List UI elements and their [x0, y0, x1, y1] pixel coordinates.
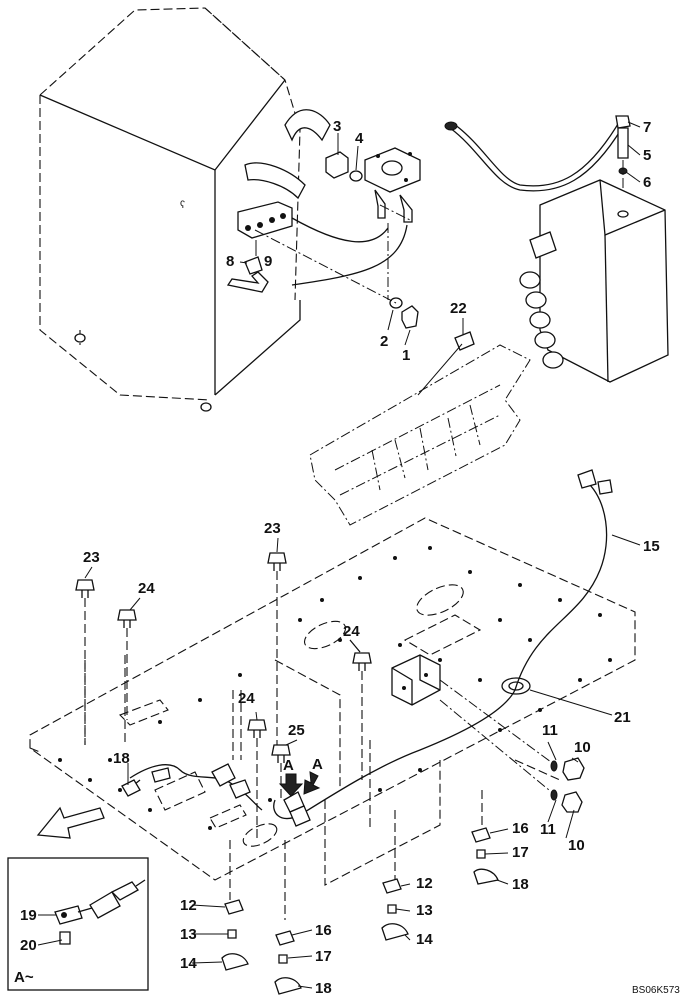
callout-19: 19	[20, 907, 37, 924]
wiring-harness-15	[273, 469, 613, 820]
callout-3: 3	[333, 118, 341, 135]
control-valve	[444, 115, 669, 383]
frame-member	[309, 331, 531, 526]
callout-4: 4	[355, 130, 364, 147]
view-marker-a-1: A	[283, 757, 294, 774]
callout-18-right: 18	[512, 876, 529, 893]
forward-direction-arrow	[36, 806, 105, 839]
callout-23-upper: 23	[264, 520, 281, 537]
view-a-arrows	[278, 771, 321, 797]
callout-11-lower: 11	[540, 821, 556, 838]
callout-10-upper: 10	[574, 739, 591, 756]
suction-flange-assembly	[254, 147, 421, 329]
callout-22: 22	[450, 300, 467, 317]
mounting-bolts	[75, 552, 483, 920]
mounting-holes	[58, 546, 612, 830]
callout-7: 7	[643, 119, 651, 136]
callout-14-left: 14	[180, 955, 197, 972]
clip-stack-lower	[221, 827, 499, 995]
callout-24-left: 24	[138, 580, 155, 597]
inset-title: A~	[14, 969, 34, 986]
callout-13-right: 13	[416, 902, 433, 919]
hydraulic-tank: ʕ	[39, 7, 408, 412]
solenoid-valve-block	[391, 654, 585, 813]
callout-9: 9	[264, 253, 272, 270]
callout-12-left: 12	[180, 897, 197, 914]
callout-17-right: 17	[512, 844, 529, 861]
callout-leaders	[127, 121, 641, 785]
callout-10-lower: 10	[568, 837, 585, 854]
callout-8: 8	[226, 253, 234, 270]
callout-6: 6	[643, 174, 651, 191]
callout-2: 2	[380, 333, 388, 350]
callout-labels: 3 4 7 5 6 8 9 2 1 22 15 23 23 24 24 24 2…	[14, 118, 680, 997]
callout-13-left: 13	[180, 926, 197, 943]
callout-16-right: 16	[512, 820, 529, 837]
lower-leaders	[84, 537, 579, 989]
callout-17-left: 17	[315, 948, 332, 965]
callout-15: 15	[643, 538, 660, 555]
callout-21: 21	[614, 709, 631, 726]
callout-16-left: 16	[315, 922, 332, 939]
callout-11-upper: 11	[542, 722, 558, 739]
callout-12-right: 12	[416, 875, 433, 892]
callout-1: 1	[402, 347, 410, 364]
callout-24-lower: 24	[238, 690, 255, 707]
drawing-code: BS06K573	[632, 985, 680, 996]
callout-5: 5	[643, 147, 651, 164]
inset-view-a	[7, 857, 149, 991]
callout-23-left: 23	[83, 549, 100, 566]
inset-leaders	[37, 914, 63, 946]
svg-text:ʕ: ʕ	[180, 200, 185, 211]
adapter-part-8	[244, 256, 263, 275]
callout-25: 25	[288, 722, 305, 739]
harness-and-clips	[121, 763, 311, 827]
callout-14-right: 14	[416, 931, 433, 948]
callout-18-left: 18	[113, 750, 130, 767]
callout-24-mid: 24	[343, 623, 360, 640]
callout-18-bottom: 18	[315, 980, 332, 997]
view-marker-a-2: A	[312, 756, 323, 773]
callout-20: 20	[20, 937, 37, 954]
